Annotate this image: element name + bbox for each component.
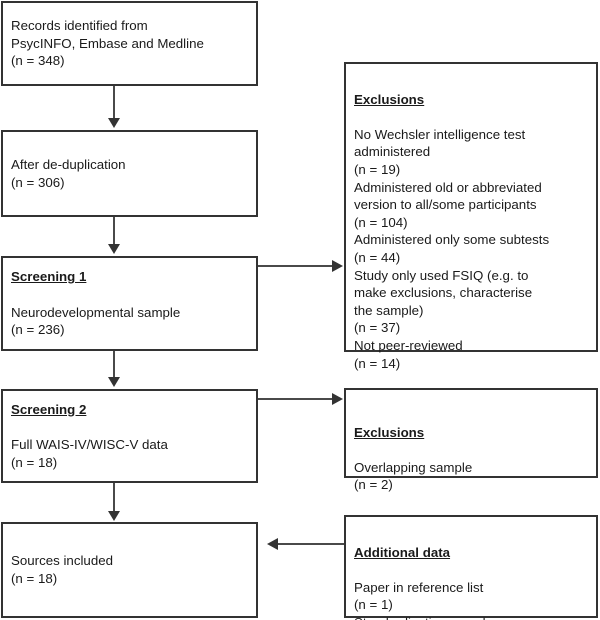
box-screening-1-body: Neurodevelopmental sample (n = 236) bbox=[11, 304, 181, 338]
arrow-additional-to-sources-icon bbox=[267, 538, 278, 550]
box-records-identified-text: Records identified from PsycINFO, Embase… bbox=[3, 0, 256, 87]
box-screening-2-body: Full WAIS-IV/WISC-V data (n = 18) bbox=[11, 437, 168, 470]
connector-additional-to-sources bbox=[278, 543, 344, 545]
arrow-screening2-to-exclusions2-icon bbox=[332, 393, 343, 405]
arrow-dedup-to-screening1-icon bbox=[108, 244, 120, 254]
box-additional-data-heading: Additional data bbox=[354, 544, 451, 560]
arrow-screening1-to-screening2-icon bbox=[108, 377, 120, 387]
box-exclusions-1-body: No Wechsler intelligence test administer… bbox=[354, 126, 550, 371]
box-exclusions-2-body: Overlapping sample (n = 2) bbox=[354, 459, 473, 493]
box-screening-1: Screening 1 Neurodevelopmental sample (n… bbox=[1, 256, 258, 351]
box-screening-2-text: Screening 2 Full WAIS-IV/WISC-V data (n … bbox=[3, 383, 256, 489]
box-exclusions-1-text: Exclusions No Wechsler intelligence test… bbox=[346, 73, 596, 390]
box-additional-data-body: Paper in reference list (n = 1) Standard… bbox=[354, 579, 493, 620]
connector-screening2-to-exclusions2 bbox=[258, 398, 334, 400]
box-sources-included-body: Sources included (n = 18) bbox=[11, 553, 114, 586]
box-additional-data-text: Additional data Paper in reference list … bbox=[346, 526, 596, 620]
box-sources-included-text: Sources included (n = 18) bbox=[3, 535, 256, 605]
arrow-screening2-to-sources-icon bbox=[108, 511, 120, 521]
box-exclusions-2-text: Exclusions Overlapping sample (n = 2) bbox=[346, 406, 596, 512]
box-screening-1-heading: Screening 1 bbox=[11, 269, 87, 285]
arrow-records-to-dedup-icon bbox=[108, 118, 120, 128]
connector-records-to-dedup bbox=[113, 86, 115, 120]
box-after-deduplication: After de-duplication (n = 306) bbox=[1, 130, 258, 217]
box-after-deduplication-body: After de-duplication (n = 306) bbox=[11, 156, 126, 190]
box-sources-included: Sources included (n = 18) bbox=[1, 522, 258, 618]
box-exclusions-2-heading: Exclusions bbox=[354, 424, 425, 440]
connector-screening1-to-exclusions1 bbox=[258, 265, 334, 267]
box-after-deduplication-text: After de-duplication (n = 306) bbox=[3, 138, 256, 208]
connector-dedup-to-screening1 bbox=[113, 217, 115, 246]
box-screening-2: Screening 2 Full WAIS-IV/WISC-V data (n … bbox=[1, 389, 258, 483]
box-records-identified: Records identified from PsycINFO, Embase… bbox=[1, 1, 258, 86]
box-exclusions-1: Exclusions No Wechsler intelligence test… bbox=[344, 62, 598, 371]
box-records-identified-body: Records identified from PsycINFO, Embase… bbox=[11, 18, 204, 69]
connector-screening2-to-sources bbox=[113, 483, 115, 512]
arrow-screening1-to-exclusions1-icon bbox=[332, 260, 343, 272]
connector-screening1-to-screening2 bbox=[113, 351, 115, 379]
box-exclusions-1-heading: Exclusions bbox=[354, 91, 425, 107]
box-additional-data: Additional data Paper in reference list … bbox=[344, 515, 598, 620]
box-exclusions-2: Exclusions Overlapping sample (n = 2) bbox=[344, 388, 598, 492]
box-screening-1-text: Screening 1 Neurodevelopmental sample (n… bbox=[3, 251, 256, 357]
box-screening-2-heading: Screening 2 bbox=[11, 401, 87, 417]
